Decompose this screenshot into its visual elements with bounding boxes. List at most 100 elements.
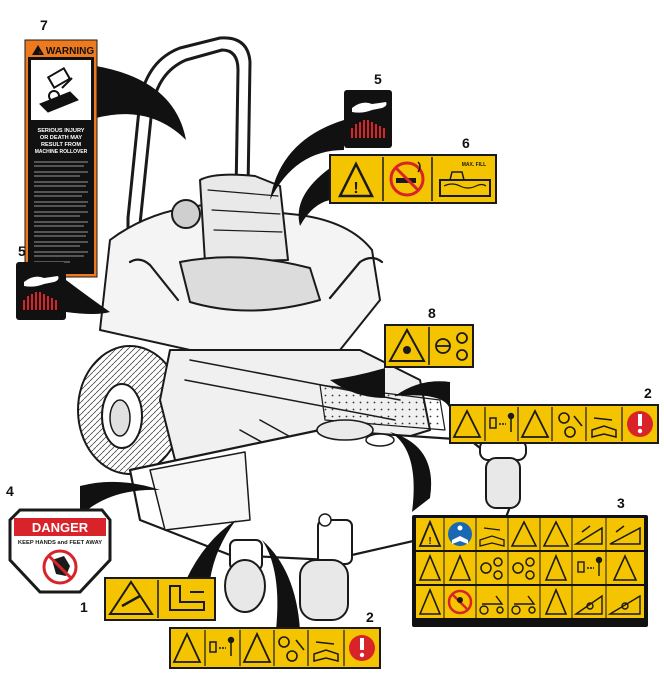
belt-guard-icon xyxy=(480,557,503,580)
mower-drawing xyxy=(77,36,527,621)
decal-6: ! MAX. FILL xyxy=(329,154,497,204)
hand-cut-icon xyxy=(351,102,387,138)
leader-2-right xyxy=(395,381,450,410)
fall-triangle-icon xyxy=(418,587,442,615)
entanglement-triangle-icon xyxy=(388,327,426,362)
decal-5-left xyxy=(16,262,66,320)
callout-5-top: 5 xyxy=(374,71,382,87)
decal-1 xyxy=(104,577,216,621)
no-smoking-icon xyxy=(389,161,425,197)
crush-triangle-icon xyxy=(108,580,154,615)
keep-distance-icon xyxy=(577,556,603,576)
warning-triangle-icon xyxy=(32,45,44,55)
rollover-triangle-icon xyxy=(452,408,482,438)
callout-numbers: 7 5 6 5 8 2 4 3 1 2 xyxy=(6,17,652,625)
warning-line: RESULT FROM xyxy=(41,142,81,148)
footrest xyxy=(149,451,251,531)
keep-distance-icon xyxy=(489,412,515,432)
alert-triangle-icon xyxy=(337,161,375,198)
slope-triangle-icon xyxy=(544,553,568,581)
warning-line: OR DEATH MAY xyxy=(40,135,83,141)
slope-triangle-icon xyxy=(520,408,550,438)
slope-triangle-icon xyxy=(542,520,570,547)
slope-triangle-icon xyxy=(242,631,272,663)
front-caster-mid xyxy=(299,519,353,621)
slope-angle-icon xyxy=(609,525,641,545)
deck-pulley xyxy=(316,419,374,441)
warning-fine-print xyxy=(34,161,88,263)
no-riders-icon xyxy=(558,412,583,438)
decal-4-danger: DANGER KEEP HANDS and FEET AWAY xyxy=(8,508,112,594)
operator-seat xyxy=(179,173,321,312)
callout-8: 8 xyxy=(428,305,436,321)
foot-pinch-icon xyxy=(169,585,205,611)
leader-7 xyxy=(96,66,186,140)
alert-triangle-icon xyxy=(418,519,442,547)
no-riders-icon xyxy=(278,636,305,662)
thrown-object-icon xyxy=(510,520,538,547)
decal-8 xyxy=(384,324,474,368)
belt-guard-icon xyxy=(435,332,468,361)
warning-line: SERIOUS INJURY xyxy=(37,128,84,134)
decal-7-warning: ! WARNING SERIOUS INJURY OR DEATH MAY RE… xyxy=(24,39,98,278)
callout-2-bottom: 2 xyxy=(366,609,374,625)
manual-book-icon xyxy=(479,527,505,547)
callout-7: 7 xyxy=(40,17,48,33)
hand-blade-icon xyxy=(42,549,78,585)
slope-mower-icon xyxy=(573,594,603,615)
stop-icon xyxy=(627,411,653,437)
rollover-triangle-icon xyxy=(172,631,202,663)
leader-lines xyxy=(66,66,450,630)
decal-5-top xyxy=(344,90,392,148)
control-levers xyxy=(128,256,384,302)
deck-bolt xyxy=(318,513,332,527)
decal-3: ! xyxy=(412,515,648,627)
rollover-triangle-icon xyxy=(418,553,442,581)
keep-distance-icon xyxy=(209,636,235,656)
svg-text:!: ! xyxy=(353,180,358,197)
danger-header: DANGER xyxy=(32,520,89,535)
belt-guard-icon xyxy=(512,557,535,580)
leader-4 xyxy=(80,481,160,516)
rollover-triangle-icon xyxy=(612,554,638,581)
read-manual-blue-icon xyxy=(448,522,472,546)
read-manual-icon xyxy=(313,641,339,662)
callout-1: 1 xyxy=(80,599,88,615)
front-caster-right xyxy=(479,439,527,509)
max-fill-label: MAX. FILL xyxy=(462,162,486,168)
warning-line: MACHINE ROLLOVER xyxy=(35,149,88,155)
cutting-triangle-icon xyxy=(448,553,472,581)
stop-icon xyxy=(349,635,375,661)
hand-cut-icon xyxy=(23,276,59,310)
engine-cap xyxy=(171,199,201,229)
slope-angle-icon xyxy=(573,525,603,545)
deck-pulley xyxy=(365,433,395,447)
callout-4: 4 xyxy=(6,483,14,499)
callout-2-right: 2 xyxy=(644,385,652,401)
slope-mower-icon xyxy=(607,594,641,615)
callout-6: 6 xyxy=(462,135,470,151)
danger-subtext: KEEP HANDS and FEET AWAY xyxy=(18,540,102,546)
read-manual-icon xyxy=(591,417,617,438)
rollover-pictogram-icon xyxy=(39,66,79,113)
callout-5-left: 5 xyxy=(18,243,26,259)
front-caster-left xyxy=(224,539,266,613)
leader-5-left xyxy=(66,280,110,314)
leader-3 xyxy=(390,432,432,512)
svg-text:!: ! xyxy=(428,536,431,547)
leader-1 xyxy=(186,520,236,580)
no-passengers-icon xyxy=(447,589,473,615)
leader-2-bottom xyxy=(262,540,300,630)
callout-3: 3 xyxy=(617,495,625,511)
riding-mower-icon xyxy=(479,595,504,615)
svg-text:!: ! xyxy=(39,51,40,55)
slope-triangle-icon xyxy=(544,587,568,615)
decal-2-bottom xyxy=(169,627,381,669)
warning-header: WARNING xyxy=(46,46,95,57)
decal-2-right xyxy=(449,404,659,444)
fuel-tank-icon: MAX. FILL xyxy=(439,162,491,197)
leader-5-top xyxy=(270,120,344,200)
leader-6 xyxy=(298,168,330,226)
leader-8 xyxy=(330,368,385,398)
